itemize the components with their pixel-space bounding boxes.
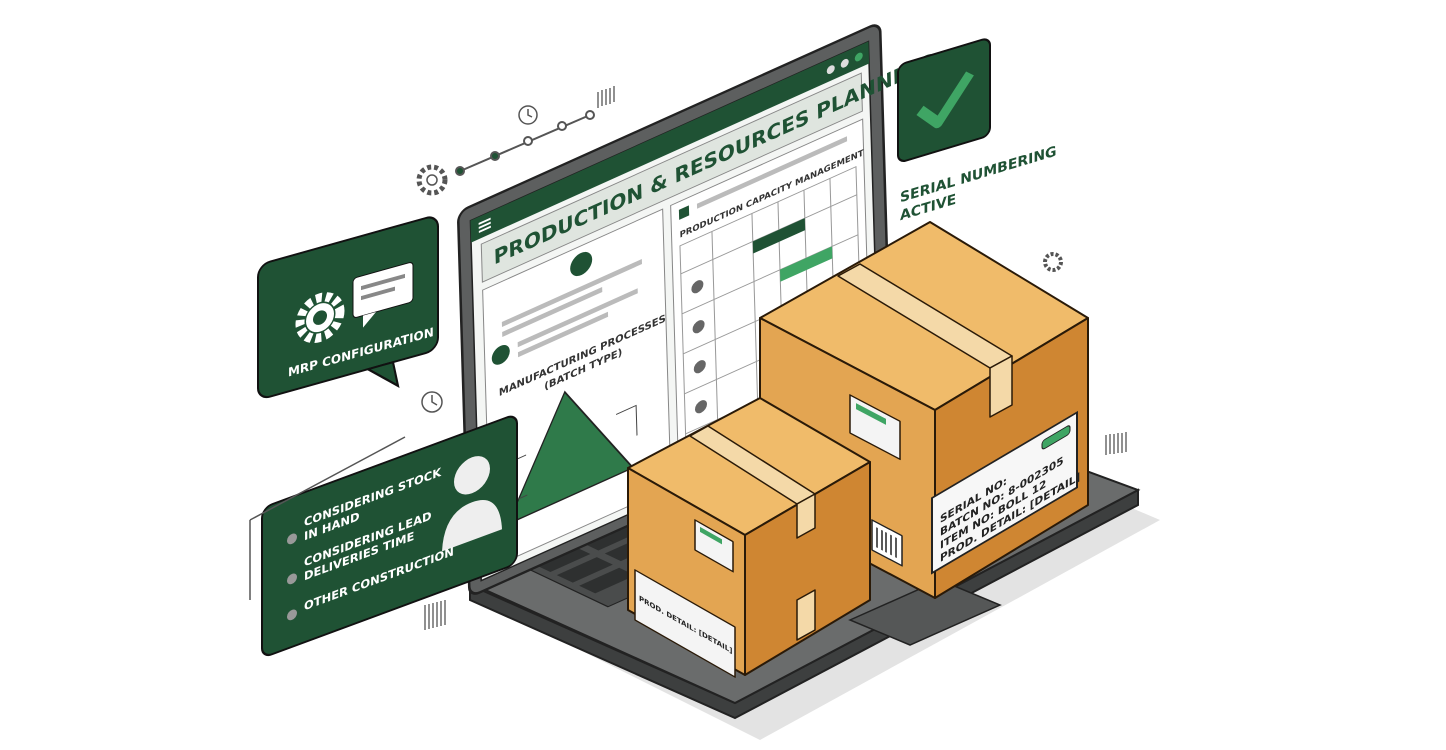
timeline-connector xyxy=(455,110,595,176)
process-pyramid-icon xyxy=(506,390,635,526)
considerations-card: CONSIDERING STOCK IN HAND CONSIDERING LE… xyxy=(261,415,518,657)
user-icon xyxy=(442,456,502,552)
manufacturing-panel: MANUFACTURING PROCESSES (BATCH TYPE) xyxy=(482,208,672,569)
window-button[interactable] xyxy=(854,51,863,63)
checkmark-icon xyxy=(916,71,974,129)
gear-icon xyxy=(295,292,345,344)
connector-line xyxy=(249,436,406,521)
window-button[interactable] xyxy=(826,64,835,76)
barcode-icon xyxy=(424,86,1127,630)
serial-numbering-status: SERIAL NUMBERING ACTIVE xyxy=(897,38,1057,224)
gear-icon xyxy=(491,345,510,365)
window-button[interactable] xyxy=(840,57,849,69)
gear-icon xyxy=(416,164,1063,272)
mrp-configuration-card: MRP CONFIGURATION xyxy=(257,216,439,399)
small-shipping-box: PROD. DETAIL: [DETAIL] xyxy=(627,397,871,678)
menu-icon[interactable] xyxy=(478,217,491,233)
pie-chart-icon xyxy=(570,251,593,277)
trackpad xyxy=(848,579,1002,646)
clock-icon xyxy=(421,105,538,413)
status-square xyxy=(678,205,690,220)
check-card xyxy=(897,38,991,162)
title-bar xyxy=(470,41,870,243)
chat-bubble-icon xyxy=(352,262,414,328)
barcode-icon xyxy=(871,519,903,567)
